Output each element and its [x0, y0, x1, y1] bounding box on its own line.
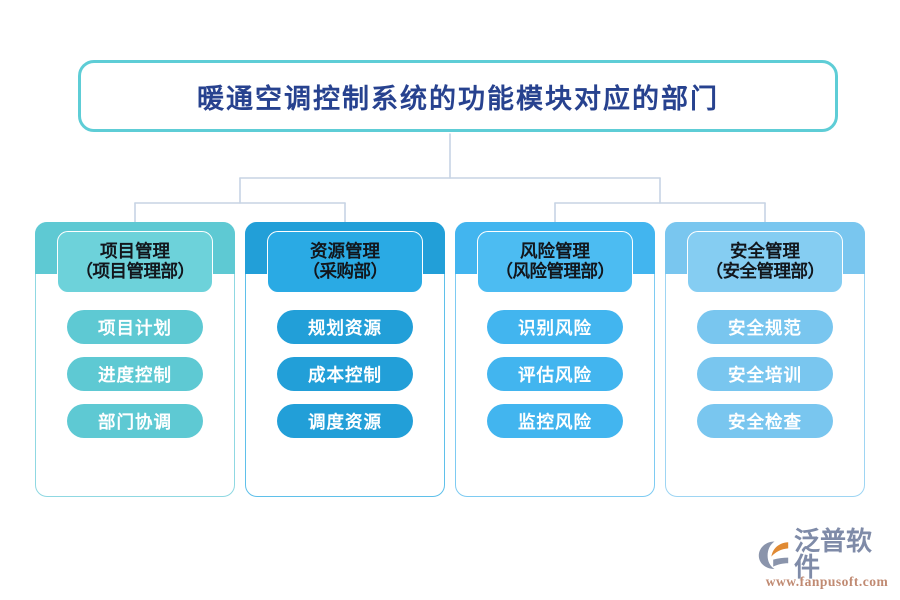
department-column-safety-management[interactable]: 安全管理 （安全管理部） 安全规范 安全培训 安全检查 — [665, 222, 865, 497]
column-item-list: 安全规范 安全培训 安全检查 — [665, 310, 865, 438]
module-item-pill[interactable]: 评估风险 — [487, 357, 623, 391]
column-module-name: 风险管理 — [520, 241, 590, 262]
column-item-list: 规划资源 成本控制 调度资源 — [245, 310, 445, 438]
column-header-plate[interactable]: 资源管理 （采购部） — [267, 231, 423, 293]
column-header-plate[interactable]: 风险管理 （风险管理部） — [477, 231, 633, 293]
column-department-name: （安全管理部） — [705, 261, 826, 281]
column-header-plate[interactable]: 安全管理 （安全管理部） — [687, 231, 843, 293]
column-module-name: 资源管理 — [310, 241, 380, 262]
diagram-title: 暖通空调控制系统的功能模块对应的部门 — [78, 60, 838, 132]
column-department-name: （采购部） — [302, 261, 389, 281]
watermark: 泛普软件 www.fanpusoft.com — [757, 529, 897, 593]
module-item-pill[interactable]: 安全规范 — [697, 310, 833, 344]
column-department-name: （风险管理部） — [495, 261, 616, 281]
watermark-brand-text: 泛普软件 — [794, 527, 873, 582]
watermark-brand-row: 泛普软件 — [757, 529, 897, 581]
department-column-risk-management[interactable]: 风险管理 （风险管理部） 识别风险 评估风险 监控风险 — [455, 222, 655, 497]
watermark-url-text: www.fanpusoft.com — [765, 574, 889, 589]
module-item-pill[interactable]: 项目计划 — [67, 310, 203, 344]
fanpusoft-logo-icon — [758, 541, 789, 569]
module-item-pill[interactable]: 部门协调 — [67, 404, 203, 438]
department-column-project-management[interactable]: 项目管理 （项目管理部） 项目计划 进度控制 部门协调 — [35, 222, 235, 497]
module-item-pill[interactable]: 调度资源 — [277, 404, 413, 438]
module-item-pill[interactable]: 安全检查 — [697, 404, 833, 438]
department-column-resource-management[interactable]: 资源管理 （采购部） 规划资源 成本控制 调度资源 — [245, 222, 445, 497]
module-item-pill[interactable]: 规划资源 — [277, 310, 413, 344]
module-item-pill[interactable]: 监控风险 — [487, 404, 623, 438]
module-item-pill[interactable]: 进度控制 — [67, 357, 203, 391]
column-module-name: 项目管理 — [100, 241, 170, 262]
module-item-pill[interactable]: 识别风险 — [487, 310, 623, 344]
column-module-name: 安全管理 — [730, 241, 800, 262]
column-item-list: 识别风险 评估风险 监控风险 — [455, 310, 655, 438]
column-item-list: 项目计划 进度控制 部门协调 — [35, 310, 235, 438]
module-item-pill[interactable]: 成本控制 — [277, 357, 413, 391]
column-department-name: （项目管理部） — [75, 261, 196, 281]
module-item-pill[interactable]: 安全培训 — [697, 357, 833, 391]
column-header-plate[interactable]: 项目管理 （项目管理部） — [57, 231, 213, 293]
